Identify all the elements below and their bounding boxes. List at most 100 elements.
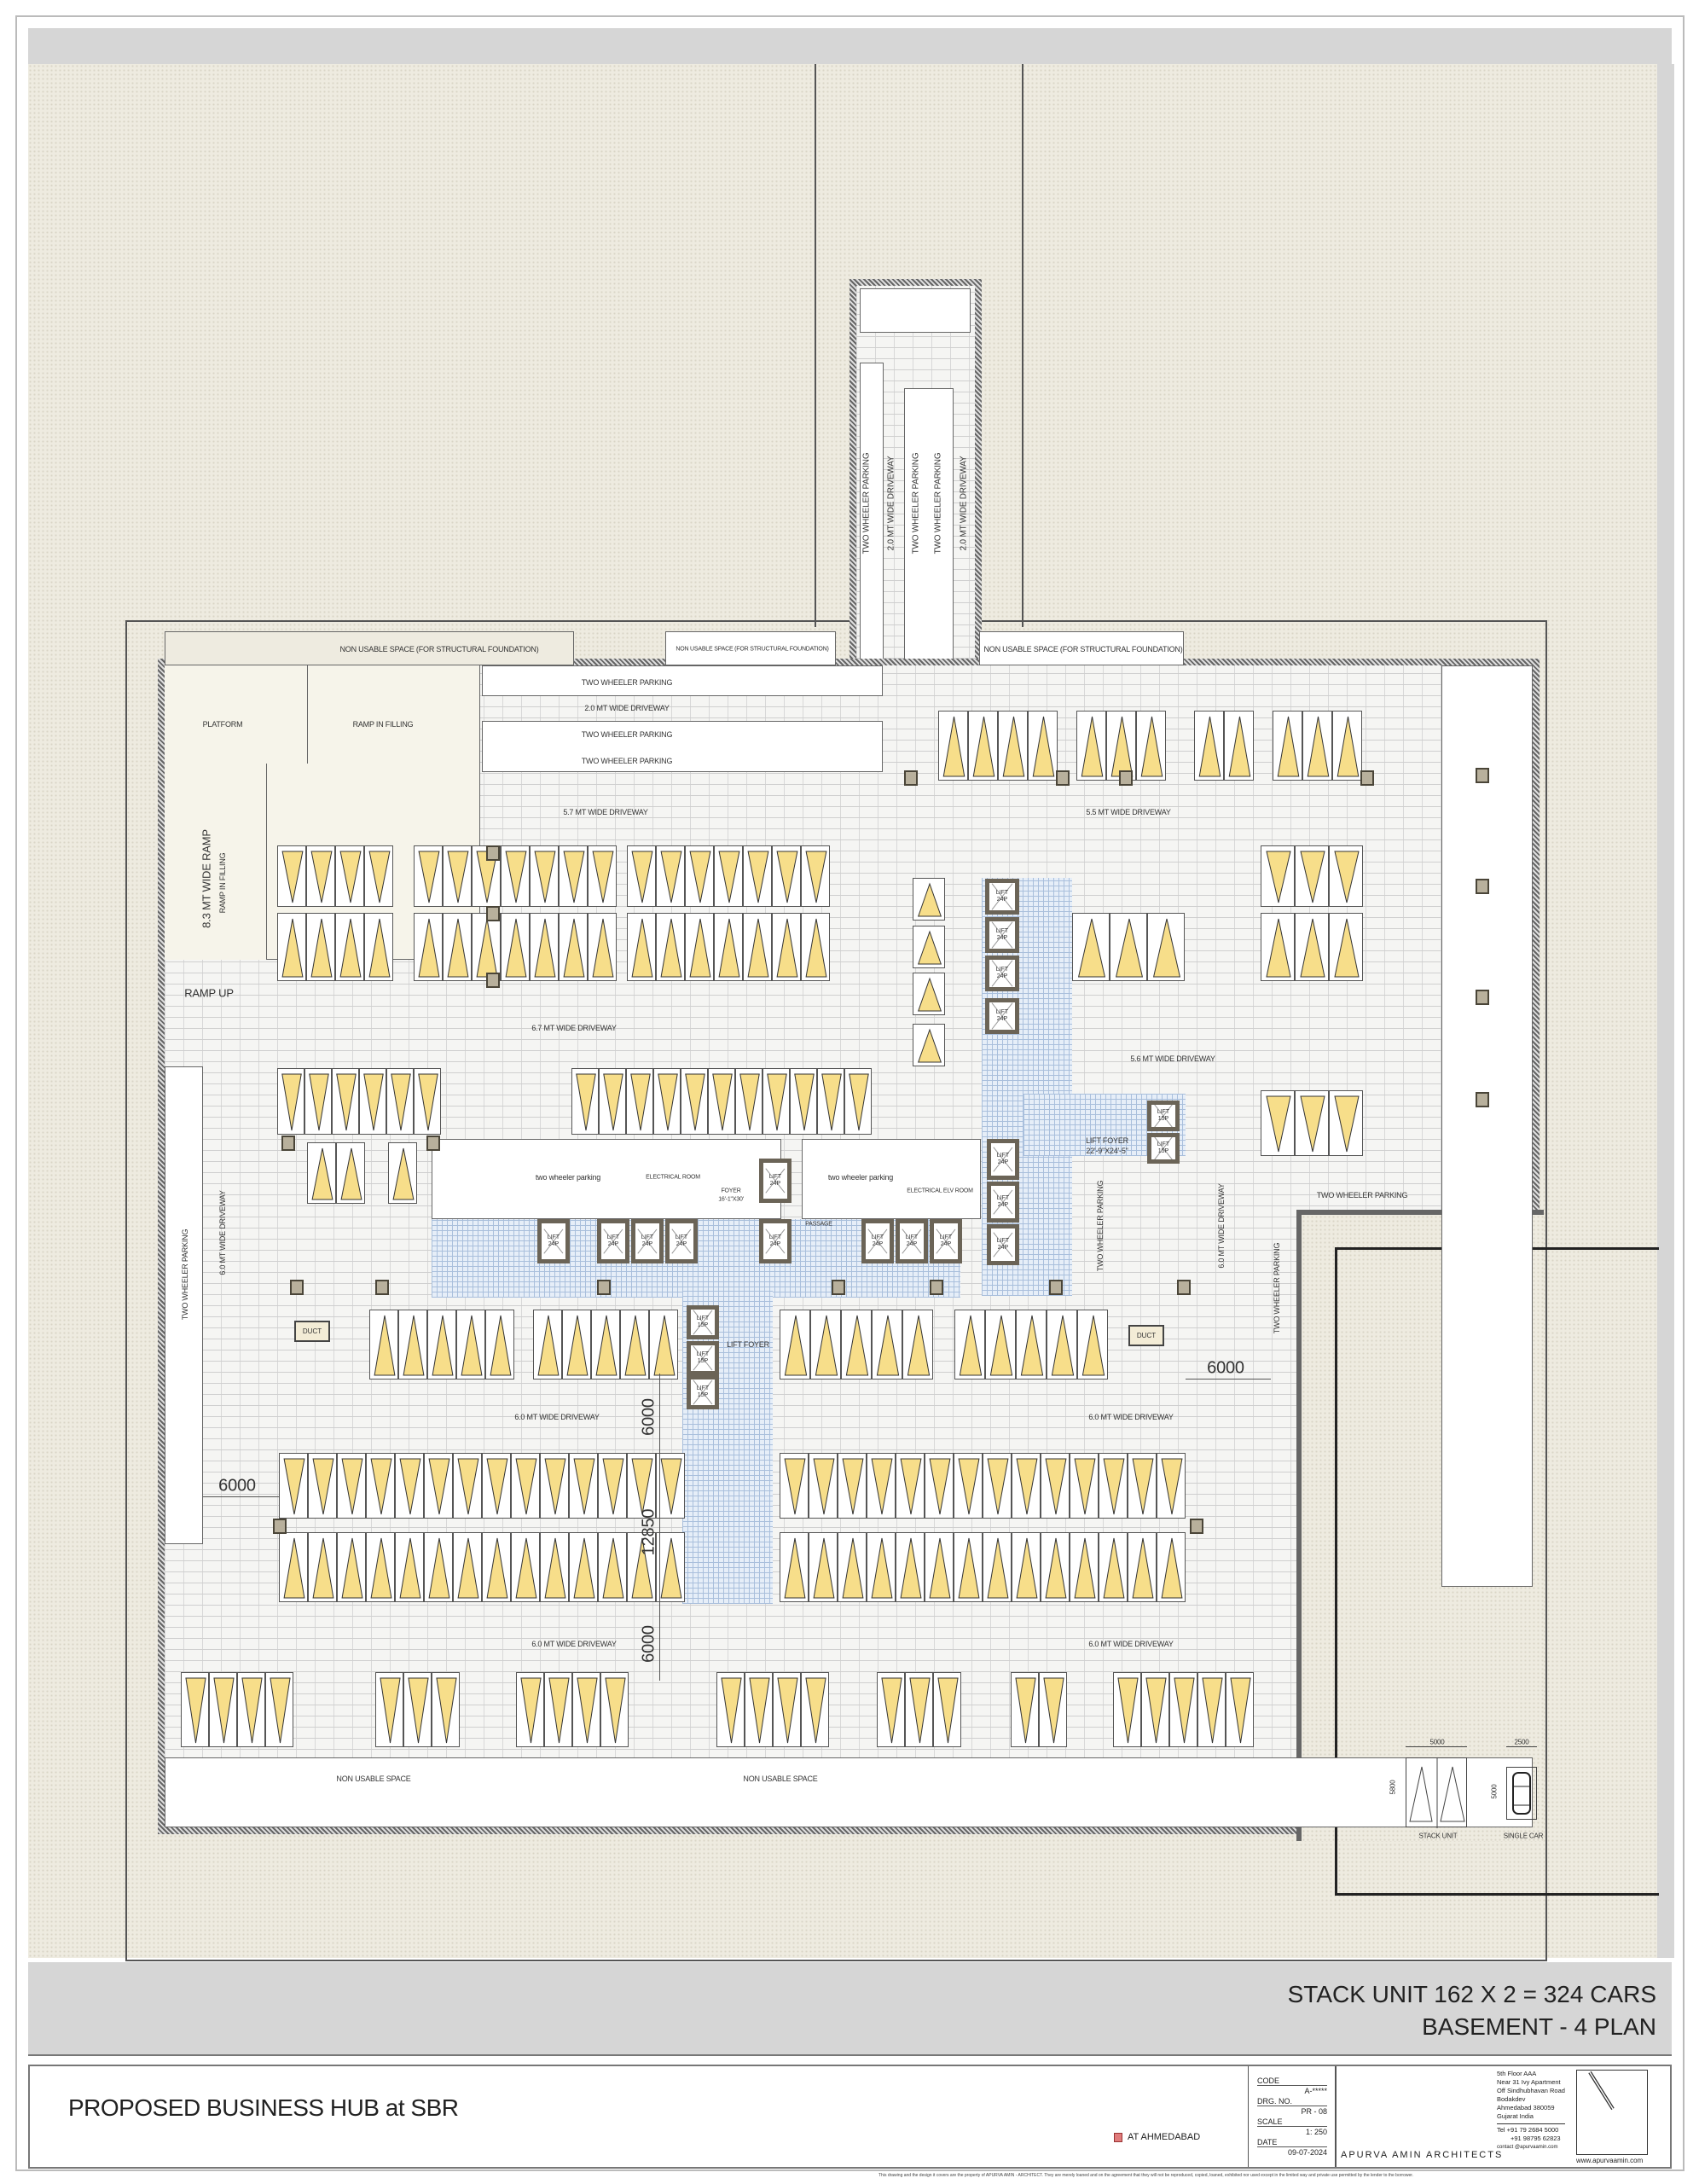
- parking-stall: [745, 1672, 773, 1747]
- parking-stall: [1039, 1672, 1067, 1747]
- stack-car-triangle-icon: [1081, 716, 1104, 777]
- stack-car-triangle-icon: [1334, 851, 1360, 903]
- label-two-wheeler-left: TWO WHEELER PARKING: [181, 1228, 189, 1321]
- parking-stall: [1273, 711, 1302, 781]
- lift-15p: LIFT 15P: [687, 1375, 719, 1409]
- parking-stall: [588, 913, 617, 981]
- parking-stall: [364, 845, 393, 907]
- parking-stall: [277, 845, 306, 907]
- stack-car-triangle-icon: [1115, 918, 1144, 978]
- lift-24p: LIFT 24P: [987, 1139, 1019, 1180]
- parking-stall: [482, 1453, 511, 1519]
- parking-stall: [905, 1672, 933, 1747]
- parking-stall: [708, 1068, 735, 1135]
- dimension-line-vertical: [659, 1374, 660, 1681]
- parking-stall: [801, 1672, 829, 1747]
- stack-car-triangle-icon: [515, 1458, 537, 1515]
- stack-car-triangle-icon: [457, 1458, 479, 1515]
- stack-car-triangle-icon: [341, 1458, 363, 1515]
- parking-stall: [954, 1453, 983, 1519]
- parking-stall: [1099, 1532, 1128, 1602]
- stack-car-triangle-icon: [1202, 1677, 1223, 1744]
- label-two-wheeler-core-1: two wheeler parking: [535, 1173, 601, 1182]
- stack-car-triangle-icon: [1230, 1677, 1251, 1744]
- parking-stall: [414, 1068, 441, 1135]
- stack-car-triangle-icon: [721, 1677, 742, 1744]
- stack-car-triangle-icon: [917, 977, 942, 1012]
- parking-stall: [780, 1532, 809, 1602]
- stack-car-triangle-icon: [447, 851, 469, 903]
- stack-car-triangle-icon: [339, 851, 362, 903]
- car-icon: [1512, 1772, 1531, 1815]
- stack-car-triangle-icon: [544, 1458, 566, 1515]
- stack-car-triangle-icon: [805, 918, 827, 978]
- lift-24p: LIFT 24P: [985, 879, 1019, 915]
- code-label: CODE: [1257, 2077, 1327, 2086]
- structural-column: [486, 973, 500, 988]
- lift-label: LIFT 24P: [606, 1234, 620, 1247]
- stack-car-triangle-icon: [563, 918, 585, 978]
- parking-stall: [841, 1310, 872, 1380]
- legend-stack-label: STACK UNIT: [1418, 1832, 1458, 1840]
- stack-car-triangle-icon: [391, 1073, 411, 1131]
- parking-stall: [1028, 711, 1058, 781]
- structural-column: [375, 1280, 389, 1295]
- label-non-usable-bottom-2: NON USABLE SPACE: [743, 1774, 818, 1783]
- stack-car-triangle-icon: [281, 1073, 302, 1131]
- stack-car-triangle-icon: [871, 1458, 893, 1515]
- duct-right-stair: DUCT: [1128, 1325, 1164, 1346]
- stack-car-triangle-icon: [368, 851, 391, 903]
- stack-car-triangle-icon: [573, 1458, 595, 1515]
- stack-car-triangle-icon: [685, 1073, 705, 1131]
- phone: Tel +91 79 2684 5000: [1497, 2123, 1565, 2135]
- parking-stall: [599, 1068, 626, 1135]
- parking-stall: [983, 1453, 1012, 1519]
- parking-stall: [1295, 913, 1329, 981]
- lift-24p: LIFT 24P: [987, 1182, 1019, 1223]
- label-driveway-6-0-b: 6.0 MT WIDE DRIVEWAY: [1088, 1413, 1174, 1421]
- parking-stall: [867, 1532, 896, 1602]
- stack-car-triangle-icon: [1228, 716, 1251, 777]
- parking-stall: [681, 1068, 708, 1135]
- parking-stall: [925, 1532, 954, 1602]
- stack-car-triangle-icon: [821, 1073, 842, 1131]
- parking-stall: [453, 1532, 482, 1602]
- stack-car-triangle-icon: [340, 1147, 362, 1200]
- parking-stall: [533, 1310, 562, 1380]
- stack-car-triangle-icon: [1074, 1458, 1096, 1515]
- stack-car-triangle-icon: [428, 1537, 450, 1599]
- lift-label: LIFT 15P: [696, 1351, 710, 1364]
- parking-stall: [1157, 1453, 1186, 1519]
- parking-stall: [716, 1672, 745, 1747]
- lift-label: LIFT 24P: [996, 1238, 1010, 1251]
- dimension-line: [203, 1496, 280, 1497]
- stack-car-triangle-icon: [845, 1315, 869, 1376]
- label-ramp-in-filling-2: RAMP IN FILLING: [218, 852, 227, 914]
- parking-stall: [1011, 1672, 1039, 1747]
- stack-car-triangle-icon: [418, 1073, 438, 1131]
- address-line: Off Sindhubhavan Road: [1497, 2087, 1565, 2094]
- parking-stall: [1106, 711, 1136, 781]
- stack-car-triangle-icon: [595, 1315, 618, 1376]
- address-line: Near 31 Ivy Apartment: [1497, 2078, 1561, 2086]
- parking-stall: [277, 913, 306, 981]
- lift-24p: LIFT 24P: [631, 1219, 664, 1263]
- lift-24p: LIFT 24P: [985, 998, 1019, 1034]
- parking-stall: [810, 1310, 841, 1380]
- parking-stall: [1226, 1672, 1254, 1747]
- parking-stall: [530, 845, 559, 907]
- dimension-6000-right: 6000: [1207, 1358, 1244, 1378]
- stack-car-triangle-icon: [1161, 1458, 1183, 1515]
- lift-24p: LIFT 24P: [896, 1219, 928, 1263]
- parking-stall: [559, 845, 588, 907]
- ramp-area: [165, 764, 267, 960]
- stack-car-triangle-icon: [1117, 1677, 1139, 1744]
- stack-car-triangle-icon: [1132, 1537, 1154, 1599]
- label-shaft-driveway-2: 2.0 MT WIDE DRIVEWAY: [959, 456, 969, 551]
- legend-dim-line: [1506, 1746, 1537, 1747]
- stack-car-triangle-icon: [989, 1315, 1013, 1376]
- stack-car-triangle-icon: [363, 1073, 384, 1131]
- stack-car-triangle-icon: [418, 851, 440, 903]
- dimension-6000-left: 6000: [218, 1476, 256, 1496]
- label-driveway-6-0-c: 6.0 MT WIDE DRIVEWAY: [531, 1640, 617, 1648]
